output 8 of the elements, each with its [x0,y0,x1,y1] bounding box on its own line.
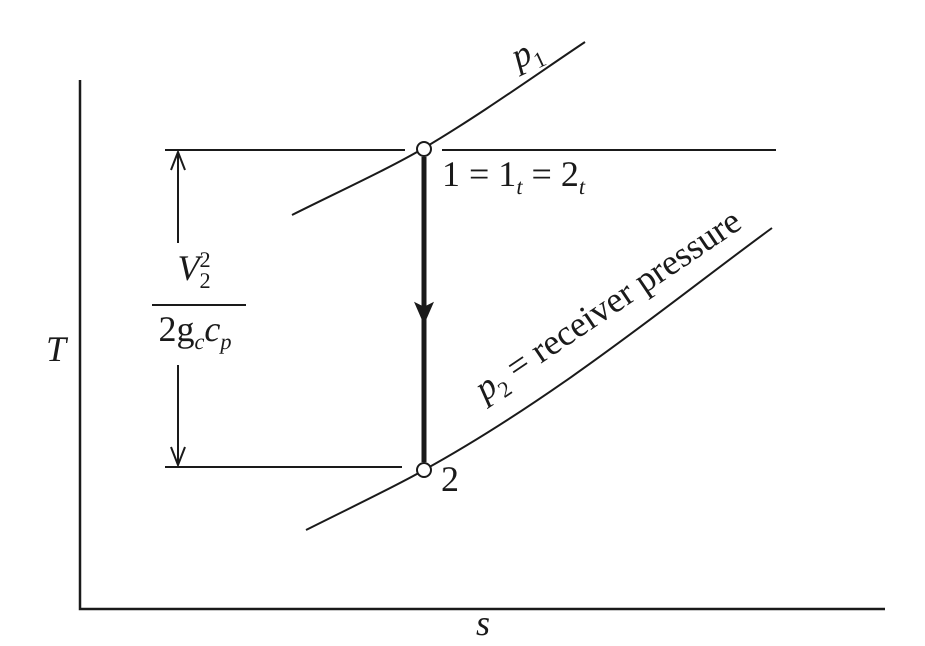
state-point [416,141,432,157]
axis-label: s [476,603,490,644]
state-label: 2 [441,459,459,500]
process-arrow [414,157,434,462]
fraction-denominator: 2g$_{c}$c$_{p}$ [158,309,232,356]
state-point [416,462,432,478]
state-label: 1 = 1$_{t}$ = 2$_{t}$ [442,154,586,196]
axis-label: T [46,329,66,370]
